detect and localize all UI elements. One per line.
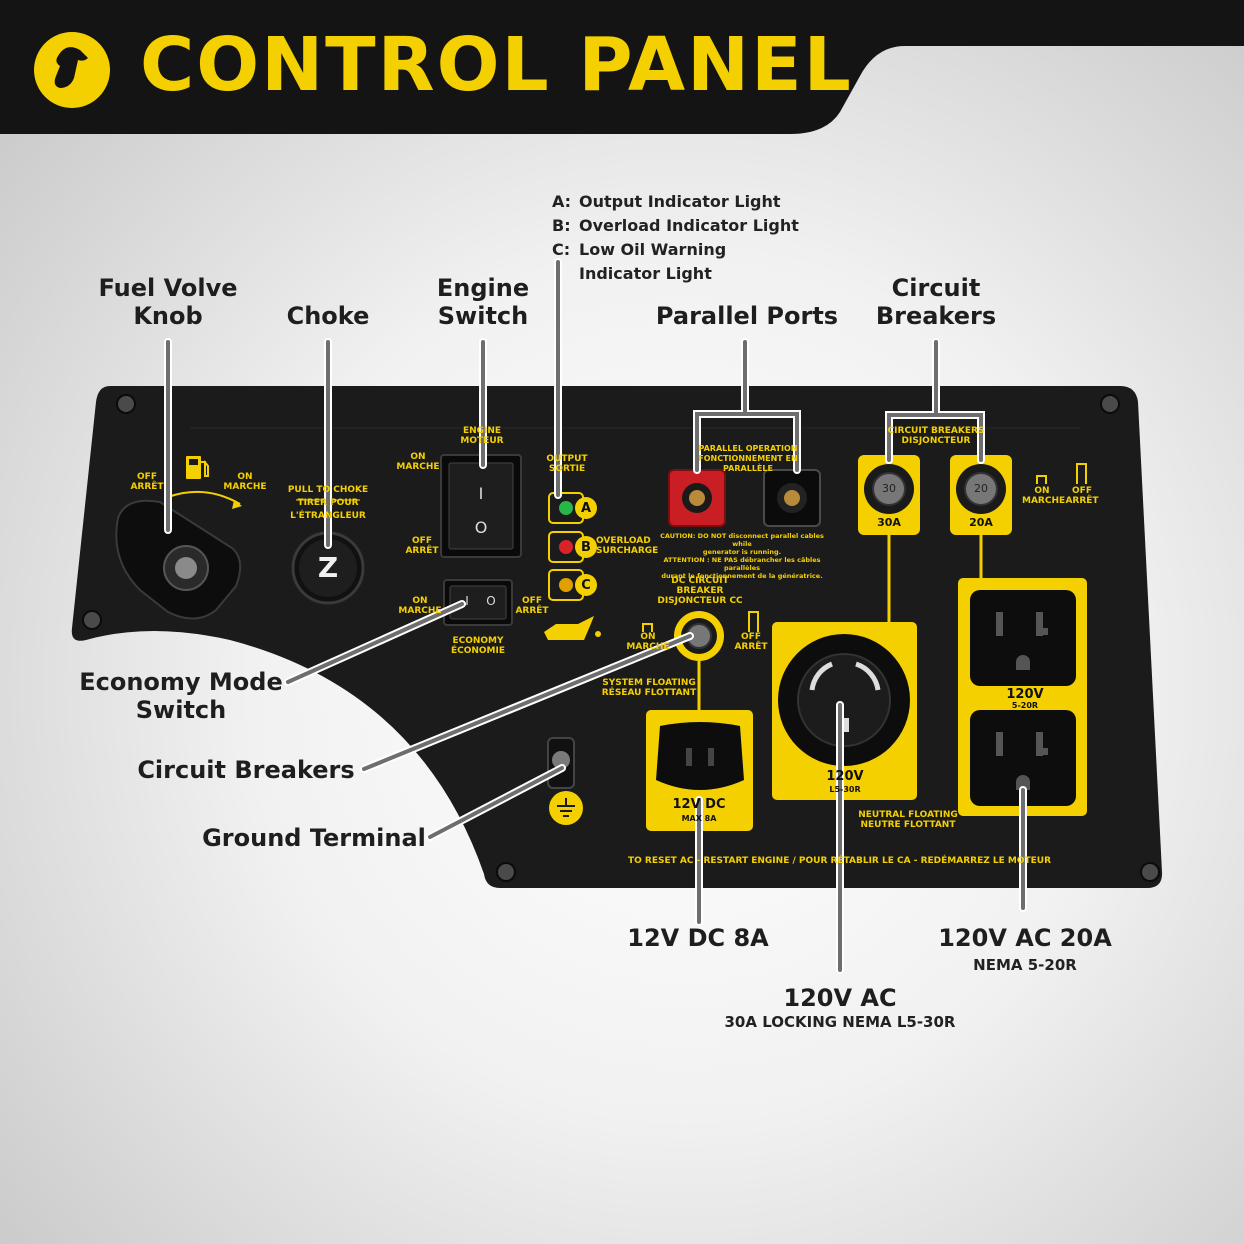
ground-icon [557,798,575,817]
ac-breaker-20a [950,455,1012,535]
engine-switch [440,454,522,558]
econ-off-label: OFF ARRÊT [515,596,549,616]
parallel-port-red [668,469,726,527]
l530-outlet-sub: L5-30R [829,785,861,794]
parallel-port-black [763,469,821,527]
parallel-caution-text: CAUTION: DO NOT disconnect parallel cabl… [660,532,824,580]
fuel-off-label: OFF ARRÊT [130,472,164,492]
callout-120v-ac: 120V AC [783,984,897,1012]
engine-label: ENGINE MOTEUR [460,426,504,446]
indicator-legend: A: Output Indicator Light B: Overload Indi… [552,190,819,286]
callout-nema-520r-sub: NEMA 5-20R [973,956,1077,974]
ac-cb-off-label: OFF ARRÊT [1065,486,1099,506]
economy-switch [443,579,513,626]
reset-instruction: TO RESET AC - RESTART ENGINE / POUR RÉTA… [628,856,1052,866]
callout-fuel-valve-knob: Fuel Volve Knob [98,274,238,330]
neutral-floating-label: NEUTRAL FLOATING NEUTRE FLOTTANT [858,810,958,830]
output-label: OUTPUT SORTIE [546,454,588,474]
engine-on-label: ON MARCHE [396,452,440,472]
indicator-b-badge: B [581,540,591,555]
callout-120v-ac-sub: 30A LOCKING NEMA L5-30R [724,1013,956,1031]
legend-row-c: C: Low Oil Warning Indicator Light [552,238,819,286]
dc-outlet-sub: MAX 8A [681,814,717,823]
overload-label: OVERLOAD SURCHARGE [596,536,659,556]
legend-text: Output Indicator Light [579,192,781,211]
engine-off-label: OFF ARRÊT [405,536,439,556]
callout-parallel-ports: Parallel Ports [655,302,839,330]
callout-ground-terminal: Ground Terminal [202,824,426,852]
callout-circuit-breakers-top: Circuit Breakers [875,274,997,330]
dc-cb-off-label: OFF ARRÊT [734,632,768,652]
engine-rocker-off-mark[interactable]: O [474,518,488,537]
callout-choke: Choke [286,302,370,330]
engine-rocker-on-mark[interactable]: I [478,484,484,503]
callout-circuit-breakers-left: Circuit Breakers [137,756,355,784]
breaker-20a-button[interactable]: 20 [974,482,988,495]
nema520-outlet-label: 120V [1006,687,1044,702]
callout-engine-switch: Engine Switch [436,274,530,330]
econ-rocker-off-mark[interactable]: O [486,594,496,608]
choke-z-glyph[interactable]: Z [317,551,339,584]
econ-on-label: ON MARCHE [398,596,442,616]
callout-120v-ac-20a: 120V AC 20A [938,924,1112,952]
fuel-on-label: ON MARCHE [223,472,267,492]
fuel-valve-knob [115,490,242,620]
econ-rocker-on-mark[interactable]: I [465,594,469,608]
parallel-operation-label: PARALLEL OPERATION FONCTIONNEMENT EN PAR… [698,444,798,473]
header-band [0,0,1244,134]
dc-breaker-label: DC CIRCUIT BREAKER DISJONCTEUR CC [657,576,743,606]
dc-outlet-label: 12V DC [672,797,726,812]
legend-key: B: [552,216,571,235]
indicator-a-badge: A [580,501,592,516]
l530-outlet-label: 120V [826,769,864,784]
page-title: CONTROL PANEL [140,22,853,108]
indicator-c-badge: C [581,578,591,593]
legend-text: Overload Indicator Light [579,216,799,235]
ac-breakers-header: CIRCUIT BREAKERS DISJONCTEUR [887,426,985,446]
oil-can-icon [544,616,601,640]
system-floating-label: SYSTEM FLOATING RÉSEAU FLOTTANT [601,678,697,698]
indicator-lights [548,492,597,601]
ac-cb-on-label: ON MARCHE [1022,486,1066,506]
dc-cb-on-label: ON MARCHE [626,632,670,652]
ac-breaker-30a [858,455,920,535]
brand-logo [34,32,110,108]
panel-screws [82,394,1160,882]
nema520-outlet [958,578,1087,816]
pull-to-choke-label: PULL TO CHOKE TIRER POUR L'ÉTRANGLEUR [287,485,369,521]
breaker-20a-label: 20A [969,516,993,529]
fuel-pump-icon [186,456,209,479]
breaker-30a-button[interactable]: 30 [882,482,896,495]
callout-economy-mode-switch: Economy Mode Switch [79,668,283,724]
breaker-30a-label: 30A [877,516,901,529]
economy-label: ECONOMY ÉCONOMIE [450,636,506,656]
dc-breaker [674,611,724,661]
l530-outlet [772,622,917,800]
legend-text: Low Oil Warning Indicator Light [579,240,727,283]
legend-row-b: B: Overload Indicator Light [552,214,819,238]
dc-outlet-12v [646,710,753,831]
legend-row-a: A: Output Indicator Light [552,190,819,214]
nema520-outlet-sub: 5-20R [1011,701,1039,710]
legend-key: A: [552,192,572,211]
legend-key: C: [552,240,571,259]
callout-12v-dc: 12V DC 8A [627,924,769,952]
ground-terminal [547,737,583,825]
